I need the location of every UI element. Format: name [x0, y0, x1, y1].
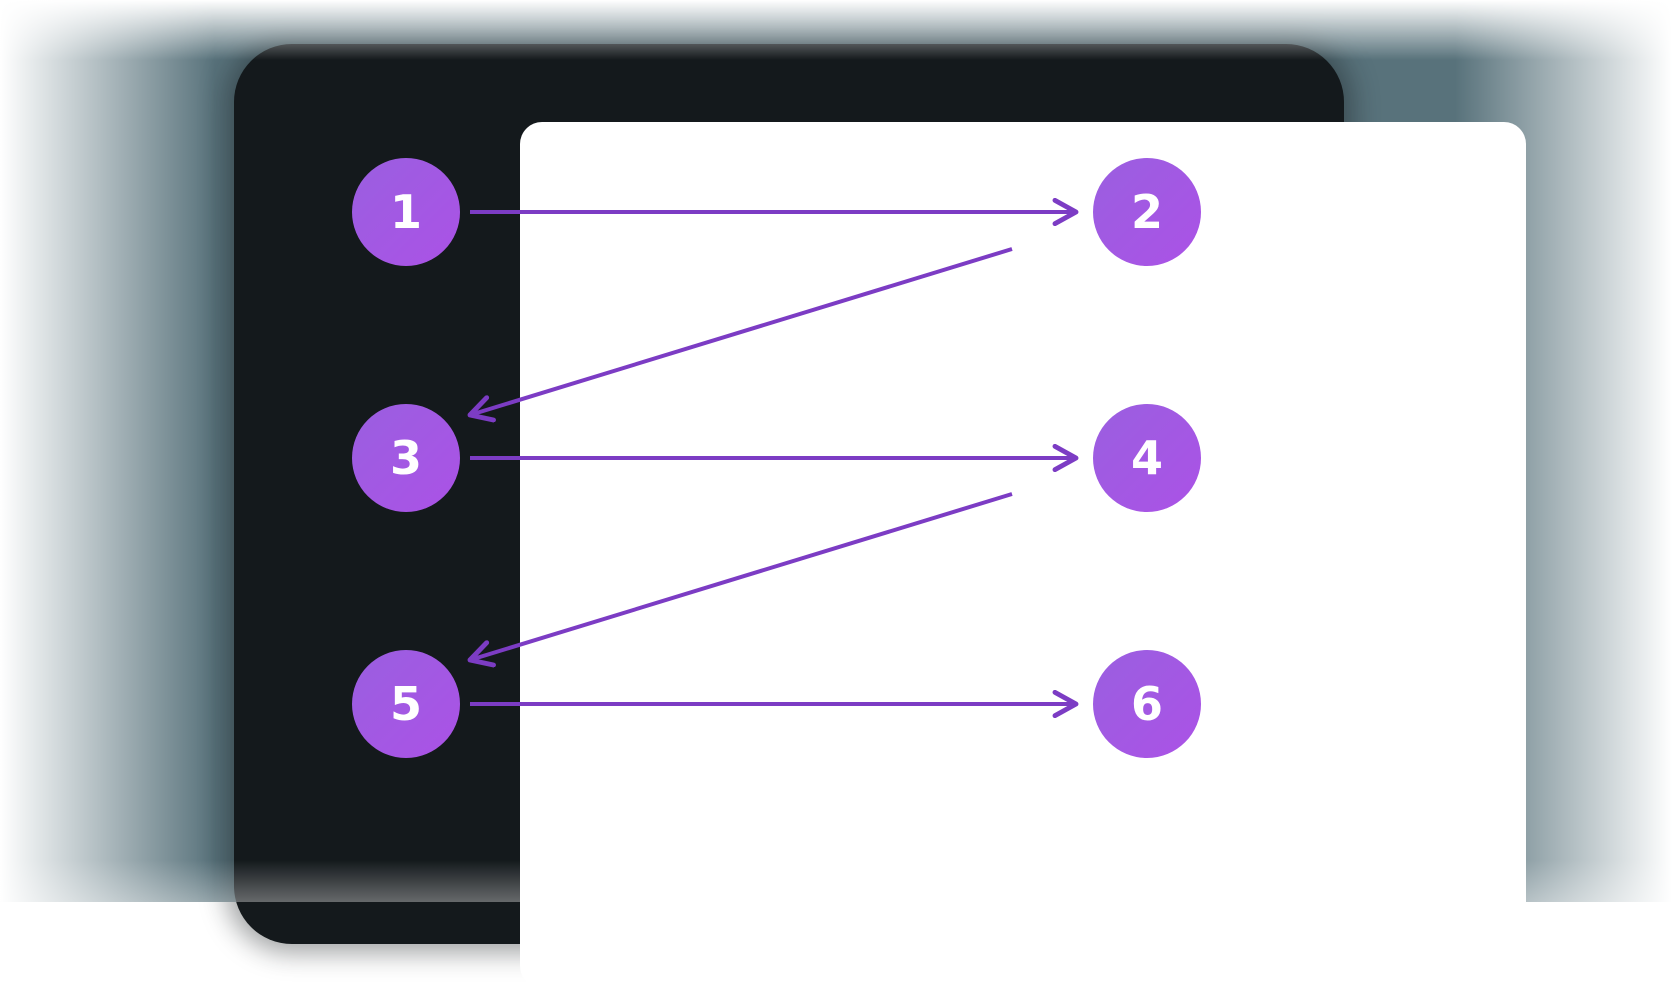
diagram-node-3[interactable]: 3: [352, 404, 460, 512]
diagram-node-4[interactable]: 4: [1093, 404, 1201, 512]
diagram-node-2[interactable]: 2: [1093, 158, 1201, 266]
backdrop-vignette: [0, 0, 1672, 902]
diagram-node-6-label: 6: [1130, 677, 1163, 731]
edge-2-3: [470, 247, 1013, 415]
flow-diagram: [0, 0, 1672, 902]
diagram-node-4-label: 4: [1130, 431, 1163, 485]
diagram-node-5[interactable]: 5: [352, 650, 460, 758]
diagram-node-5-label: 5: [389, 677, 422, 731]
diagram-node-1-label: 1: [389, 185, 422, 239]
diagram-node-1[interactable]: 1: [352, 158, 460, 266]
screenshot-stage: 1 2 3 4 5 6: [0, 0, 1672, 944]
diagram-node-6[interactable]: 6: [1093, 650, 1201, 758]
diagram-node-3-label: 3: [389, 431, 422, 485]
diagram-node-2-label: 2: [1130, 185, 1163, 239]
edge-4-5: [470, 492, 1013, 660]
